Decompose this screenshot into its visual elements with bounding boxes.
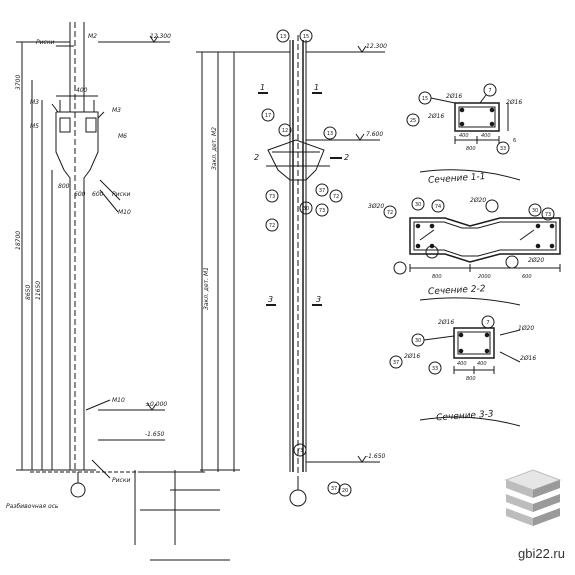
label-m10-b: М10 (112, 397, 125, 404)
label-m2: М2 (88, 33, 97, 40)
s3-label-6: 37 (393, 360, 399, 366)
label-m5: М5 (30, 123, 39, 130)
dim-0: 3700 (15, 75, 22, 90)
label-m3-left: М3 (30, 99, 39, 106)
plate-m5 (59, 117, 71, 133)
s3-dim-1: 400 (457, 361, 467, 367)
plate-m6 (85, 117, 97, 133)
s2-dim-2: 600 (522, 274, 532, 280)
s3-label-2: 2Ø16 (520, 355, 536, 362)
callout-12: 37 (331, 486, 337, 492)
s2-label-2: 2Ø20 (528, 257, 544, 264)
elev-top-left: 12.300 (150, 33, 171, 40)
console-rebar (267, 139, 325, 181)
callout-0: 13 (280, 34, 286, 40)
elev-top-mid: 12.300 (366, 43, 387, 50)
dim-4: 800 (58, 183, 70, 190)
s2-dim-0: 800 (432, 274, 442, 280)
callout-6: 72 (333, 194, 339, 200)
dim-5: 600 (74, 191, 86, 198)
s3-dim-2: 400 (477, 361, 487, 367)
axis-mark-3b: 3 (316, 295, 321, 304)
s3-label-5: 30 (415, 338, 421, 344)
elev-base-left: -1.650 (145, 431, 165, 438)
section-2-outline (409, 217, 561, 263)
callout-2: 17 (265, 113, 271, 119)
dim-7: 400 (76, 87, 88, 94)
dim-1: 8650 (25, 285, 32, 300)
callout-7: 73 (269, 194, 275, 200)
side-note-1: Закл. дет. М1 (203, 267, 210, 310)
s3-label-7: 33 (432, 366, 438, 372)
s2-label-6: 30 (532, 208, 538, 214)
axis-mark-2a: 2 (254, 153, 259, 162)
axis-mark-2b: 2 (344, 153, 349, 162)
label-riski-mid: Риски (112, 191, 130, 198)
callout-3: 12 (282, 128, 288, 134)
s3-label-3: 1Ø20 (518, 325, 534, 332)
s1-label-2: 2Ø16 (428, 113, 444, 120)
elev-low-left: ±0.000 (145, 401, 167, 408)
site-logo (504, 469, 562, 526)
axis-mark-3a: 3 (268, 295, 273, 304)
callout-1: 15 (303, 34, 309, 40)
s3-label-4: 7 (486, 320, 489, 326)
callout-15: 33 (500, 146, 506, 152)
watermark-text: gbi22.ru (518, 546, 565, 561)
s1-label-3: 15 (422, 96, 428, 102)
dim-3: 18700 (15, 231, 22, 250)
s1-dim-2: 400 (481, 133, 491, 139)
s3-label-0: 2Ø16 (438, 319, 454, 326)
axis-mark-1a: 1 (260, 83, 265, 92)
label-m10-a: М10 (118, 209, 131, 216)
label-m3-right: М3 (112, 107, 121, 114)
grid-axis-marker-mid (289, 489, 307, 507)
elev-base-mid: -1.650 (366, 453, 386, 460)
label-base-note: Разбивочная ось (6, 503, 59, 510)
callout-11: 73 (297, 448, 303, 454)
callout-13: 20 (342, 488, 348, 494)
callout-9: 30 (303, 206, 309, 212)
s2-label-7: 73 (545, 212, 551, 218)
section-2-title: Сечение 2-2 (428, 284, 486, 297)
s2-dim-1: 2000 (478, 274, 491, 280)
s3-label-1: 2Ø16 (404, 353, 420, 360)
section-3-outline (453, 327, 495, 359)
s2-label-3: 72 (387, 210, 393, 216)
s1-label-4: 7 (488, 88, 491, 94)
side-note-2: Закл. дет. М2 (211, 127, 218, 170)
callout-8: 72 (269, 223, 275, 229)
s3-dim-0: 800 (466, 376, 476, 382)
s1-dim-1: 400 (459, 133, 469, 139)
dim-2: 11650 (35, 281, 42, 300)
s1-dim-0: 800 (466, 146, 476, 152)
section-1-outline (454, 102, 500, 132)
s2-label-5: 74 (435, 204, 441, 210)
console-left (55, 112, 71, 470)
s2-label-0: 3Ø20 (368, 203, 384, 210)
s2-label-1: 2Ø20 (470, 197, 486, 204)
callout-10: 73 (319, 208, 325, 214)
axis-mark-1b: 1 (314, 83, 319, 92)
console-right (56, 111, 99, 470)
callout-5: 37 (319, 188, 325, 194)
section-3-title: Сечение 3-3 (436, 409, 494, 423)
label-riski-top: Риски (36, 39, 54, 46)
section-1-title: Сечение 1-1 (428, 172, 486, 186)
s1-label-5: 6 (513, 138, 516, 144)
label-m6: М6 (118, 133, 127, 140)
callout-14: 25 (410, 118, 416, 124)
s2-label-4: 30 (415, 202, 421, 208)
s1-label-0: 2Ø16 (446, 93, 462, 100)
label-riski-low: Риски (112, 477, 130, 484)
s1-label-1: 2Ø16 (506, 99, 522, 106)
callout-4: 13 (327, 131, 333, 137)
dim-6: 600 (92, 191, 104, 198)
elev-mid: 7.600 (366, 131, 383, 138)
grid-axis-marker-left (70, 482, 86, 498)
